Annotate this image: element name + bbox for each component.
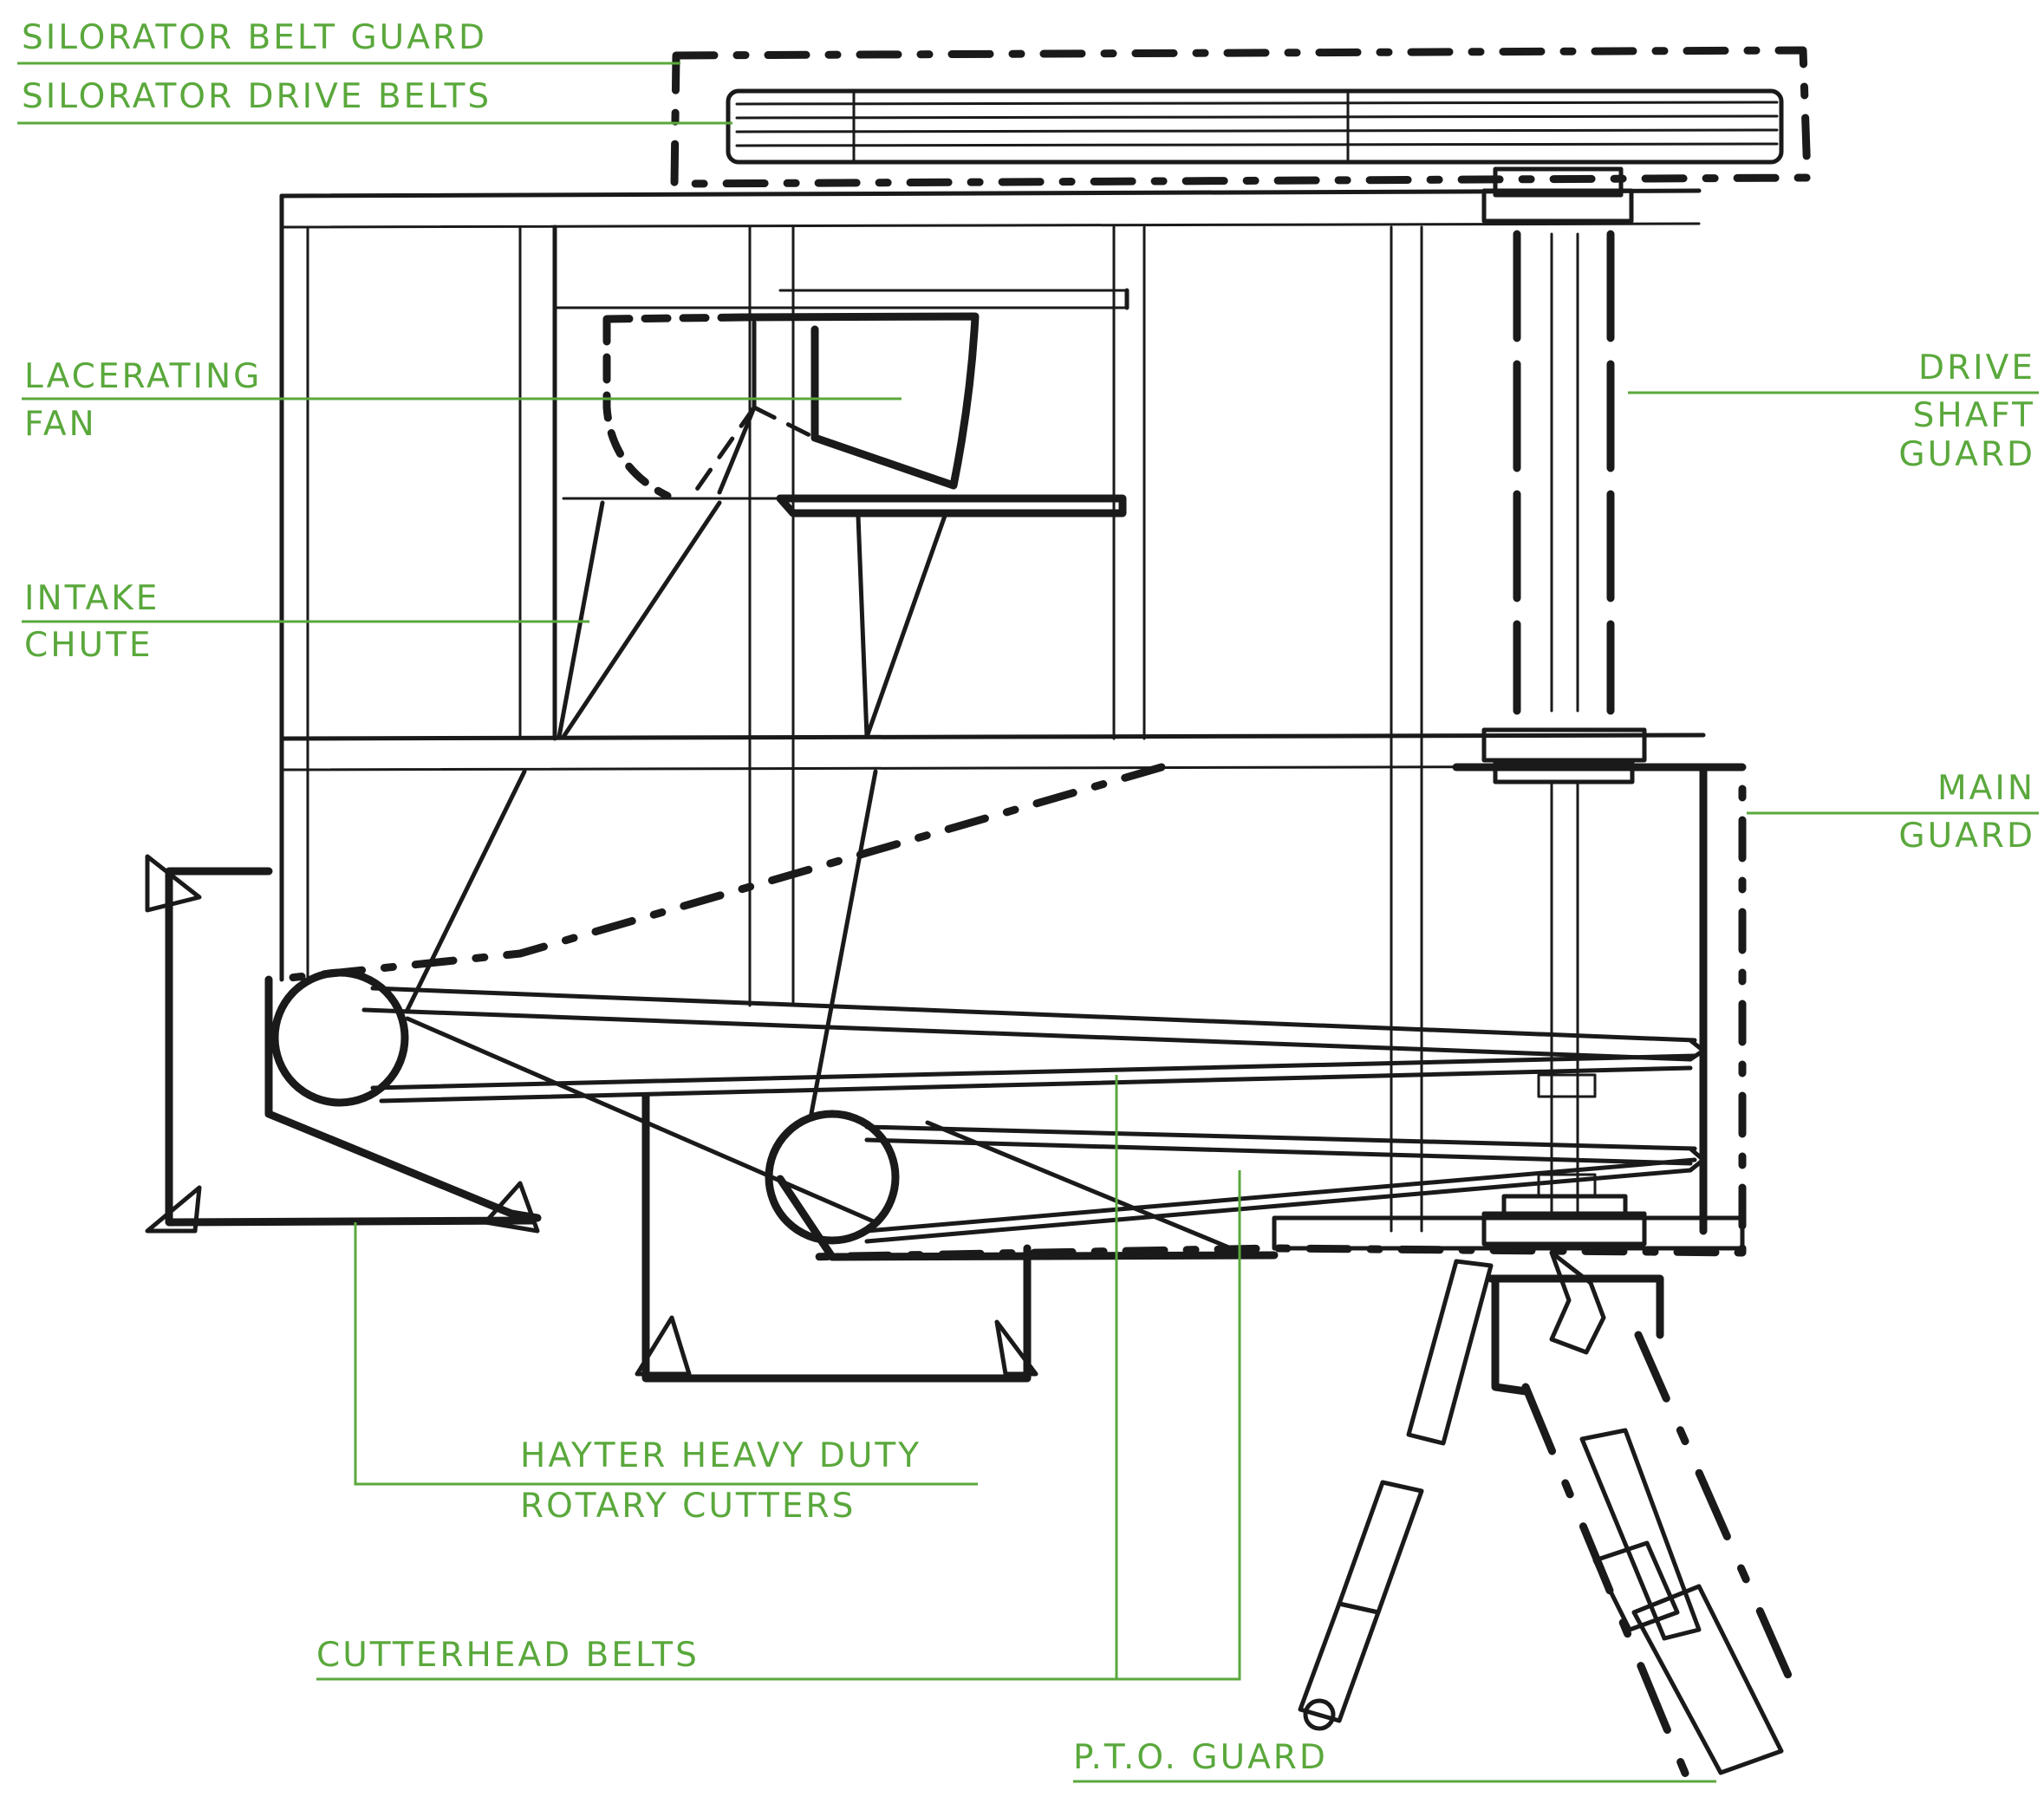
label-silorator-belt-guard: SILORATOR BELT GUARD — [22, 18, 487, 57]
leader-cutterhead-belts — [316, 1075, 1241, 1681]
rotary-cutters-drawing — [145, 854, 1279, 1383]
label-rotary-cutters-line2: ROTARY CUTTERS — [520, 1487, 856, 1526]
label-lacerating-fan-line1: LACERATING — [24, 357, 262, 396]
label-pto-guard: P.T.O. GUARD — [1073, 1738, 1328, 1777]
labels: SILORATOR BELT GUARD SILORATOR DRIVE BEL… — [22, 18, 2035, 1777]
label-drive-shaft-guard-line2: SHAFT — [1913, 396, 2035, 435]
label-rotary-cutters-line1: HAYTER HEAVY DUTY — [520, 1436, 921, 1475]
label-intake-chute-line2: CHUTE — [24, 626, 153, 665]
main-frame-drawing — [279, 188, 1706, 1233]
label-main-guard-line1: MAIN — [1937, 769, 2035, 808]
leader-rotary-cutters — [354, 1222, 978, 1486]
leader-lines — [17, 62, 2039, 1783]
label-drive-shaft-guard-line3: GUARD — [1898, 435, 2035, 474]
label-lacerating-fan-line2: FAN — [24, 405, 97, 444]
label-main-guard-line2: GUARD — [1898, 817, 2035, 856]
intake-chute-drawing — [405, 500, 947, 1121]
pto-guard-drawing — [1298, 1250, 1803, 1790]
lacerating-fan-drawing — [562, 312, 1127, 518]
cutterhead-belts-drawing — [361, 986, 1706, 1251]
label-silorator-drive-belts: SILORATOR DRIVE BELTS — [22, 77, 491, 116]
label-cutterhead-belts: CUTTERHEAD BELTS — [316, 1636, 700, 1675]
drive-shaft-guard-drawing — [1481, 166, 1647, 1215]
label-intake-chute-line1: INTAKE — [24, 579, 159, 618]
label-drive-shaft-guard-line1: DRIVE — [1918, 348, 2035, 387]
machine-drawing — [145, 46, 1812, 1790]
silorator-belt-guard-drawing — [670, 46, 1812, 188]
